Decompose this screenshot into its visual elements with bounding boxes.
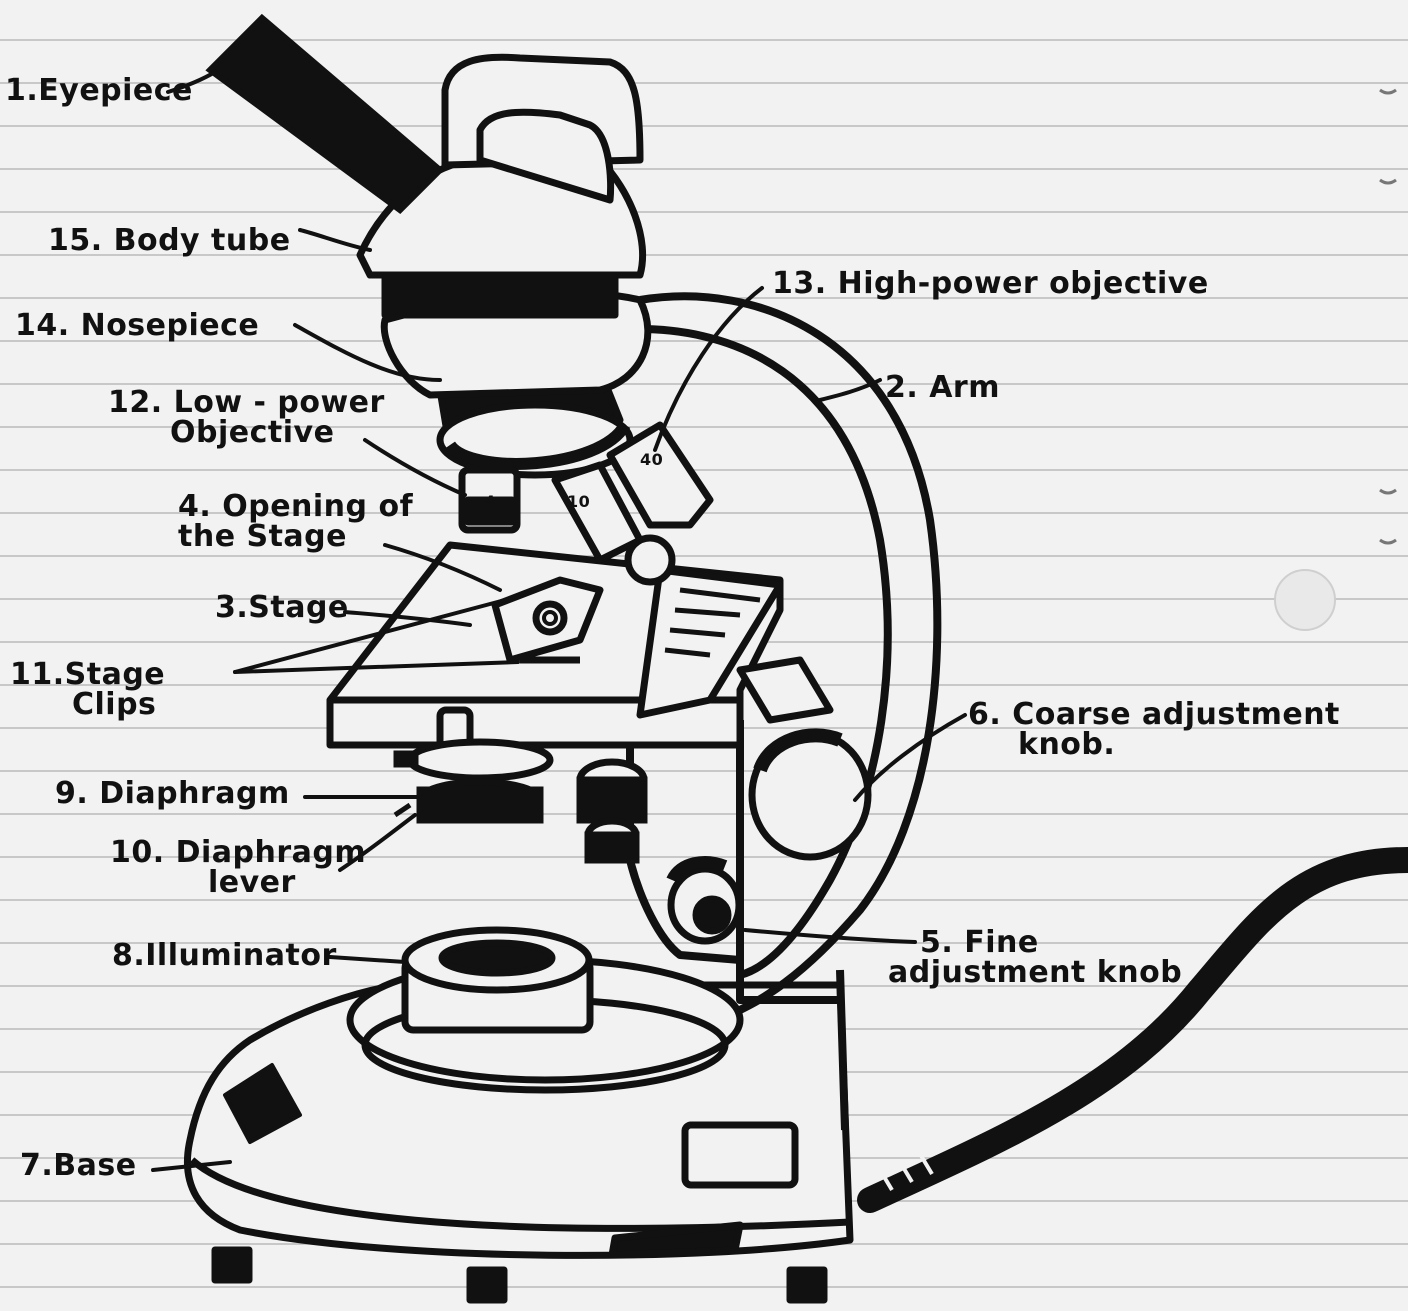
binder-holes xyxy=(1275,90,1396,630)
label-lever-line1: 10. Diaphragm xyxy=(110,838,366,868)
label-stage-clips: 11.Stage Clips xyxy=(10,660,165,720)
label-coarse-adjustment: 6. Coarse adjustment knob. xyxy=(968,700,1340,760)
power-cord xyxy=(870,860,1408,1200)
label-opening-line1: 4. Opening of xyxy=(178,492,413,522)
label-clips-line1: 11.Stage xyxy=(10,660,165,690)
label-low-power-line2: Objective xyxy=(108,418,385,448)
label-coarse-line1: 6. Coarse adjustment xyxy=(968,700,1340,730)
label-fine-line1: 5. Fine xyxy=(888,928,1182,958)
high-power-marking: 40 xyxy=(640,446,663,474)
label-nosepiece: 14. Nosepiece xyxy=(15,310,259,342)
label-lever-line2: lever xyxy=(110,868,366,898)
low-power-marking: 4 xyxy=(484,488,496,516)
label-fine-adjustment: 5. Fine adjustment knob xyxy=(888,928,1182,988)
label-diaphragm-lever: 10. Diaphragm lever xyxy=(110,838,366,898)
label-diaphragm: 9. Diaphragm xyxy=(55,778,290,810)
label-illuminator: 8.Illuminator xyxy=(112,940,337,972)
label-opening-of-stage: 4. Opening of the Stage xyxy=(178,492,413,552)
label-body-tube: 15. Body tube xyxy=(48,225,291,257)
stage-shape xyxy=(330,545,830,745)
label-low-power-objective: 12. Low - power Objective xyxy=(108,388,385,448)
label-fine-line2: adjustment knob xyxy=(888,958,1182,988)
knob-shapes xyxy=(580,733,868,941)
label-coarse-line2: knob. xyxy=(968,730,1340,760)
label-base: 7.Base xyxy=(20,1150,137,1182)
label-stage: 3.Stage xyxy=(215,592,349,624)
label-high-power-objective: 13. High-power objective xyxy=(772,268,1209,300)
label-arm: 2. Arm xyxy=(885,372,1000,404)
label-opening-line2: the Stage xyxy=(178,522,413,552)
label-eyepiece: 1.Eyepiece xyxy=(5,75,193,107)
label-low-power-line1: 12. Low - power xyxy=(108,388,385,418)
head-shape xyxy=(360,57,648,395)
mid-power-marking: 10 xyxy=(567,488,590,516)
label-clips-line2: Clips xyxy=(10,690,165,720)
eyepiece-shape xyxy=(210,18,440,210)
